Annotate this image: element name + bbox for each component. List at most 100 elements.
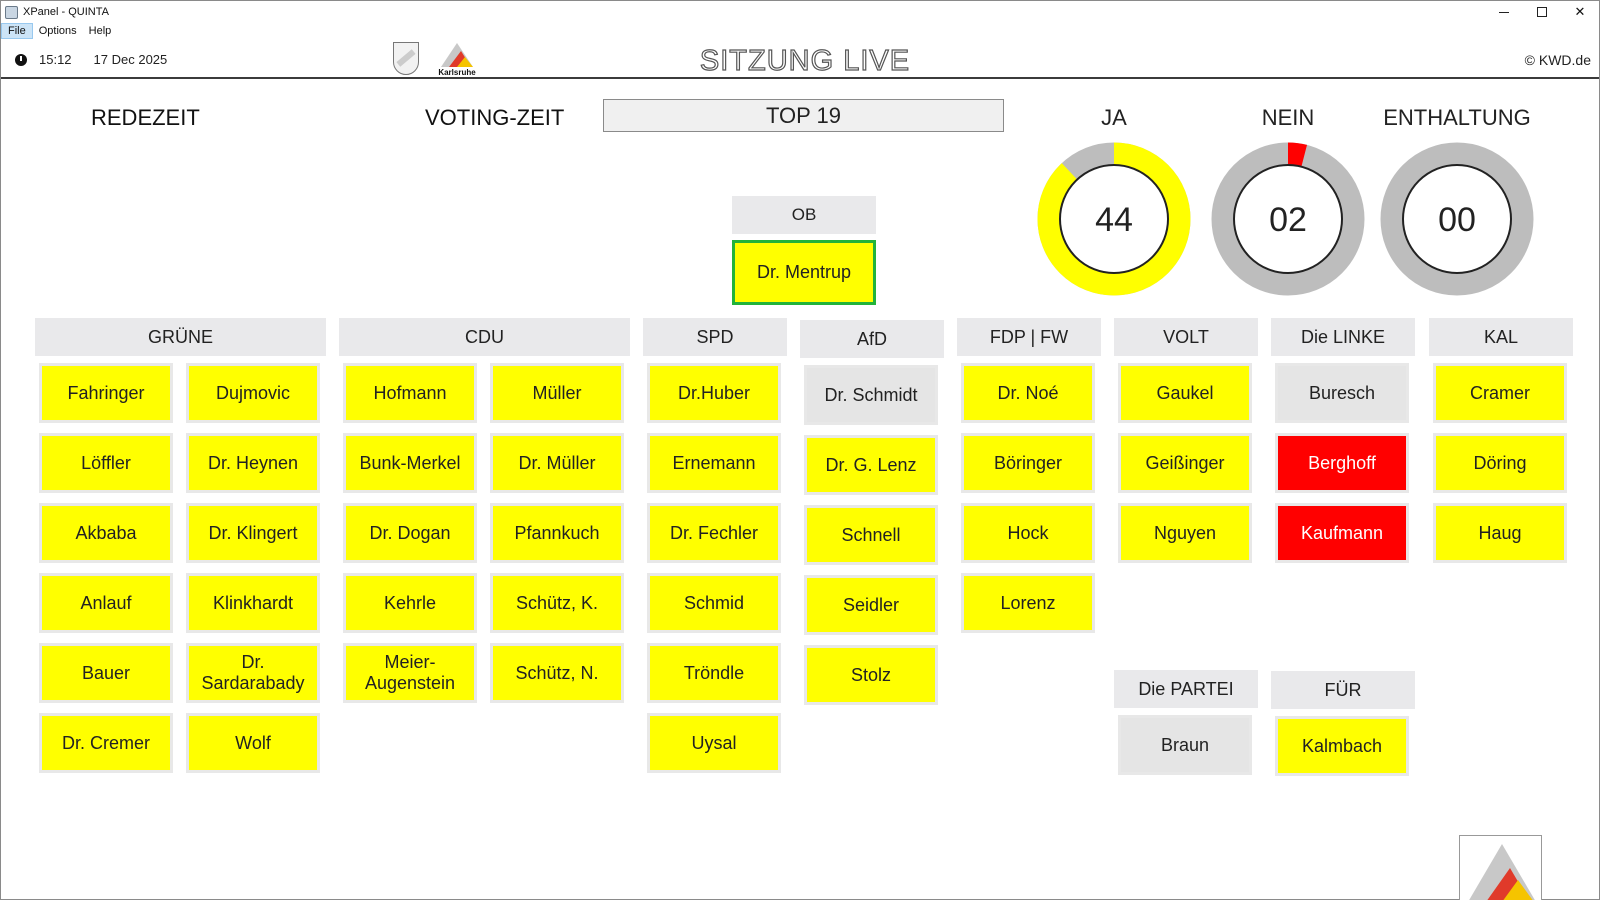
- member-tile[interactable]: Dr. G. Lenz: [804, 435, 938, 495]
- ring-arc: [1037, 142, 1191, 296]
- current-time: 15:12: [39, 52, 72, 67]
- member-tile[interactable]: Dr. Fechler: [647, 503, 781, 563]
- member-tile[interactable]: Fahringer: [39, 363, 173, 423]
- member-tile[interactable]: Schmid: [647, 573, 781, 633]
- member-tile[interactable]: Lorenz: [961, 573, 1095, 633]
- voting-time-label: VOTING-ZEIT: [425, 105, 565, 130]
- menu-bar: File Options Help: [1, 23, 117, 39]
- member-tile[interactable]: Nguyen: [1118, 503, 1252, 563]
- member-tile[interactable]: Berghoff: [1275, 433, 1409, 493]
- member-tile[interactable]: Schnell: [804, 505, 938, 565]
- clock-icon: [15, 53, 27, 66]
- party-header: Die LINKE: [1271, 318, 1415, 356]
- member-tile[interactable]: Anlauf: [39, 573, 173, 633]
- vote-ring: 44: [1037, 142, 1191, 296]
- ring-center: [1233, 164, 1343, 274]
- vote-no: NEIN 02: [1208, 105, 1368, 297]
- member-tile[interactable]: Braun: [1118, 715, 1252, 775]
- member-tile[interactable]: Uysal: [647, 713, 781, 773]
- member-tile[interactable]: Ernemann: [647, 433, 781, 493]
- party-header: FÜR: [1271, 671, 1415, 709]
- member-tile[interactable]: Müller: [490, 363, 624, 423]
- ob-header: OB: [732, 196, 876, 234]
- member-tile[interactable]: Löffler: [39, 433, 173, 493]
- party-header: VOLT: [1114, 318, 1258, 356]
- party-header: SPD: [643, 318, 787, 356]
- member-tile[interactable]: Bauer: [39, 643, 173, 703]
- ring-center: [1402, 164, 1512, 274]
- member-tile[interactable]: Geißinger: [1118, 433, 1252, 493]
- party-header: FDP | FW: [957, 318, 1101, 356]
- member-tile[interactable]: Bunk-Merkel: [343, 433, 477, 493]
- member-tile[interactable]: Stolz: [804, 645, 938, 705]
- vote-label: JA: [1101, 105, 1127, 130]
- member-tile[interactable]: Dr. Noé: [961, 363, 1095, 423]
- member-tile[interactable]: Pfannkuch: [490, 503, 624, 563]
- session-header: 15:12 17 Dec 2025 Karlsruhe SITZUNG LIVE…: [1, 39, 1599, 79]
- close-button[interactable]: ✕: [1561, 1, 1599, 23]
- close-icon: ✕: [1574, 4, 1586, 19]
- member-tile[interactable]: Gaukel: [1118, 363, 1252, 423]
- member-tile[interactable]: Dr. Dogan: [343, 503, 477, 563]
- member-tile[interactable]: Kaufmann: [1275, 503, 1409, 563]
- ob-member-tile[interactable]: Dr. Mentrup: [732, 240, 876, 305]
- vote-count: 00: [1438, 201, 1476, 239]
- speech-time-label: REDEZEIT: [91, 105, 200, 130]
- karlsruhe-corner-logo: [1459, 835, 1542, 900]
- member-tile[interactable]: Kehrle: [343, 573, 477, 633]
- member-tile[interactable]: Meier- Augenstein: [343, 643, 477, 703]
- member-tile[interactable]: Dr. Cremer: [39, 713, 173, 773]
- member-tile[interactable]: Hofmann: [343, 363, 477, 423]
- member-tile[interactable]: Dr. Müller: [490, 433, 624, 493]
- member-tile[interactable]: Böringer: [961, 433, 1095, 493]
- vote-ring: 02: [1211, 142, 1365, 296]
- ring-base: [1380, 142, 1534, 296]
- vote-abstention: ENTHALTUNG 00: [1377, 105, 1537, 297]
- member-tile[interactable]: Akbaba: [39, 503, 173, 563]
- member-tile[interactable]: Dr. Heynen: [186, 433, 320, 493]
- member-tile[interactable]: Döring: [1433, 433, 1567, 493]
- karlsruhe-logo: Karlsruhe: [437, 41, 477, 77]
- party-header: KAL: [1429, 318, 1573, 356]
- maximize-button[interactable]: [1523, 1, 1561, 23]
- minimize-button[interactable]: [1485, 1, 1523, 23]
- member-tile[interactable]: Buresch: [1275, 363, 1409, 423]
- member-tile[interactable]: Seidler: [804, 575, 938, 635]
- vote-label: NEIN: [1261, 105, 1315, 130]
- menu-file[interactable]: File: [1, 23, 33, 39]
- member-tile[interactable]: Dr.Huber: [647, 363, 781, 423]
- party-header: GRÜNE: [35, 318, 326, 356]
- agenda-item: TOP 19: [603, 99, 1004, 132]
- menu-help[interactable]: Help: [88, 25, 112, 37]
- member-tile[interactable]: Cramer: [1433, 363, 1567, 423]
- member-tile[interactable]: Dr. Schmidt: [804, 365, 938, 425]
- karlsruhe-logo-icon: [441, 43, 473, 67]
- member-tile[interactable]: Tröndle: [647, 643, 781, 703]
- vote-ring: 00: [1380, 142, 1534, 296]
- session-title: SITZUNG LIVE: [699, 44, 911, 77]
- current-date: 17 Dec 2025: [93, 52, 168, 67]
- ring-center: [1059, 164, 1169, 274]
- member-tile[interactable]: Dr. Sardarabady: [186, 643, 320, 703]
- member-tile[interactable]: Schütz, N.: [490, 643, 624, 703]
- member-tile[interactable]: Dujmovic: [186, 363, 320, 423]
- clock: 15:12 17 Dec 2025: [15, 52, 167, 67]
- member-tile[interactable]: Klinkhardt: [186, 573, 320, 633]
- window-title: XPanel - QUINTA: [23, 6, 109, 18]
- menu-options[interactable]: Options: [38, 25, 77, 37]
- vote-label: ENTHALTUNG: [1383, 105, 1531, 130]
- member-tile[interactable]: Wolf: [186, 713, 320, 773]
- party-header: Die PARTEI: [1114, 670, 1258, 708]
- city-name: Karlsruhe: [438, 68, 476, 77]
- vote-count: 02: [1269, 201, 1307, 239]
- karlsruhe-logo-icon: [1469, 844, 1535, 900]
- member-tile[interactable]: Dr. Klingert: [186, 503, 320, 563]
- member-tile[interactable]: Haug: [1433, 503, 1567, 563]
- member-tile[interactable]: Kalmbach: [1275, 716, 1409, 776]
- window-controls: ✕: [1485, 1, 1599, 23]
- vote-yes: JA 44: [1034, 105, 1194, 297]
- member-tile[interactable]: Schütz, K.: [490, 573, 624, 633]
- party-header: CDU: [339, 318, 630, 356]
- member-tile[interactable]: Hock: [961, 503, 1095, 563]
- app-icon: [5, 5, 18, 19]
